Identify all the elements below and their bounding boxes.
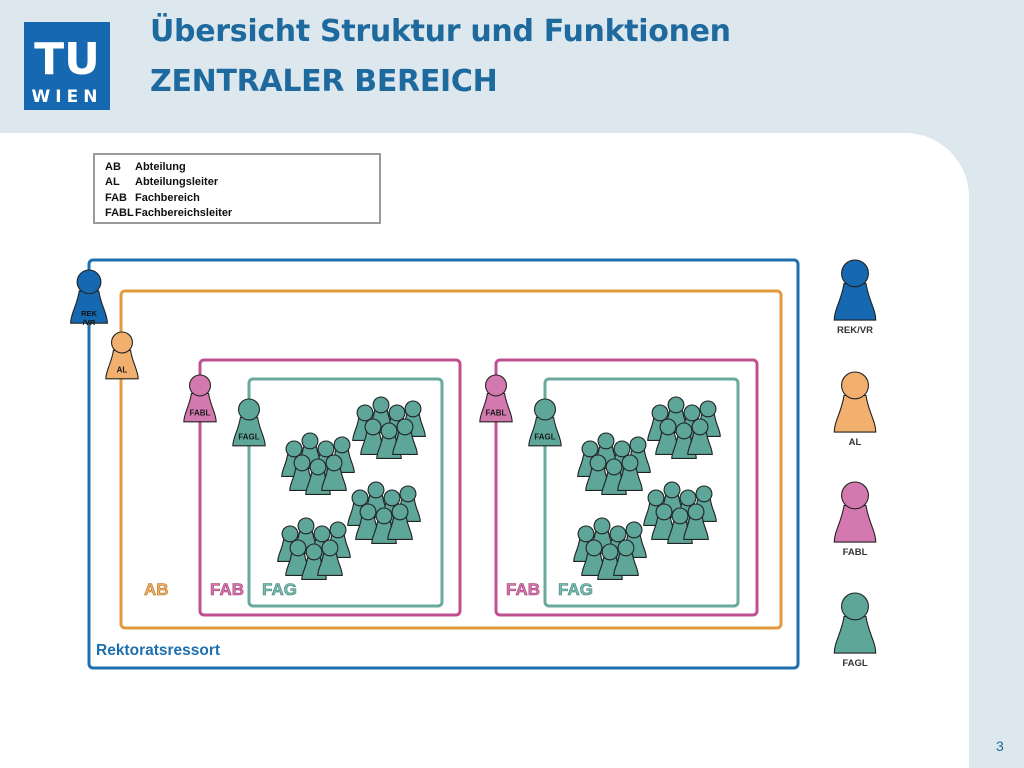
side-legend-rek-figure: REK/VR	[833, 259, 877, 336]
legend-text: Abteilung	[135, 161, 186, 173]
fagl-figure: FAGL	[232, 398, 266, 447]
side-legend-al-figure: AL	[833, 371, 877, 448]
staff-group-figure	[317, 539, 343, 577]
legend-row: AL Abteilungsleiter	[105, 175, 379, 190]
fag-label: FAG	[262, 580, 297, 599]
figure-label: FAGL	[534, 433, 555, 442]
fag-box	[247, 377, 444, 608]
fabl-figure: FABL	[183, 374, 217, 423]
staff-group-figure	[285, 539, 311, 577]
figure-label: /VR	[83, 318, 96, 327]
fab-box	[198, 358, 462, 617]
logo-wien-text: WIEN	[32, 87, 103, 107]
fab-label: FAB	[506, 580, 540, 599]
figure-label: FABL	[486, 409, 507, 418]
staff-group-figure	[683, 503, 709, 541]
staff-group-figure	[387, 503, 413, 541]
legend-abbr: AL	[105, 176, 120, 189]
fag-label: FAG	[558, 580, 593, 599]
ab-label: AB	[144, 580, 169, 599]
fab-label: FAB	[210, 580, 244, 599]
staff-group-figure	[321, 454, 347, 492]
rektoratsressort-label: Rektoratsressort	[96, 642, 220, 659]
legend-abbr: FABL	[105, 206, 134, 219]
staff-group-figure	[613, 539, 639, 577]
side-legend-fagl-figure: FAGL	[833, 592, 877, 669]
staff-group-figure	[581, 539, 607, 577]
figure-label: REK/VR	[837, 325, 873, 336]
legend-row: FABLFachbereichsleiter	[105, 206, 379, 221]
legend-row: FAB Fachbereich	[105, 191, 379, 206]
abbreviation-legend: AB Abteilung AL Abteilungsleiter FAB Fachbe…	[93, 153, 381, 224]
legend-abbr: FAB	[105, 191, 127, 204]
fab-box	[494, 358, 759, 617]
rek-figure	[70, 269, 108, 324]
content-panel	[0, 133, 969, 768]
legend-row: AB Abteilung	[105, 160, 379, 175]
figure-label: FAGL	[842, 658, 868, 669]
side-legend-fabl-figure: FABL	[833, 481, 877, 558]
fag-box	[543, 377, 740, 608]
legend-text: Fachbereich	[135, 191, 200, 204]
legend-abbr: AB	[105, 161, 121, 173]
fabl-figure: FABL	[479, 374, 513, 423]
figure-label: REK	[81, 309, 97, 318]
figure-label: FABL	[843, 547, 868, 558]
rektoratsressort-box	[87, 258, 800, 670]
tu-wien-logo: TU WIEN	[24, 22, 110, 110]
ab-box	[119, 289, 783, 630]
figure-label: FAGL	[238, 433, 259, 442]
figure-label: FABL	[190, 409, 211, 418]
legend-text: Fachbereichsleiter	[135, 206, 233, 219]
figures-layer: REK/VR AL FABL FABL FAGL FAGL REK/VR AL FABL FAGL	[70, 259, 877, 669]
page-number: 3	[996, 738, 1004, 754]
figure-label: AL	[117, 366, 128, 375]
figure-label: AL	[849, 437, 862, 448]
header-bar: TU WIEN Übersicht Struktur und Funktione…	[0, 0, 1024, 133]
page-title: Übersicht Struktur und Funktionen	[150, 14, 731, 49]
al-figure: AL	[105, 331, 139, 380]
page-subtitle: ZENTRALER BEREICH	[150, 64, 498, 99]
fagl-figure: FAGL	[528, 398, 562, 447]
logo-tu-text: TU	[34, 34, 100, 85]
staff-group-figure	[392, 418, 418, 456]
staff-group-figure	[687, 418, 713, 456]
staff-group-figure	[617, 454, 643, 492]
legend-text: Abteilungsleiter	[135, 176, 219, 189]
